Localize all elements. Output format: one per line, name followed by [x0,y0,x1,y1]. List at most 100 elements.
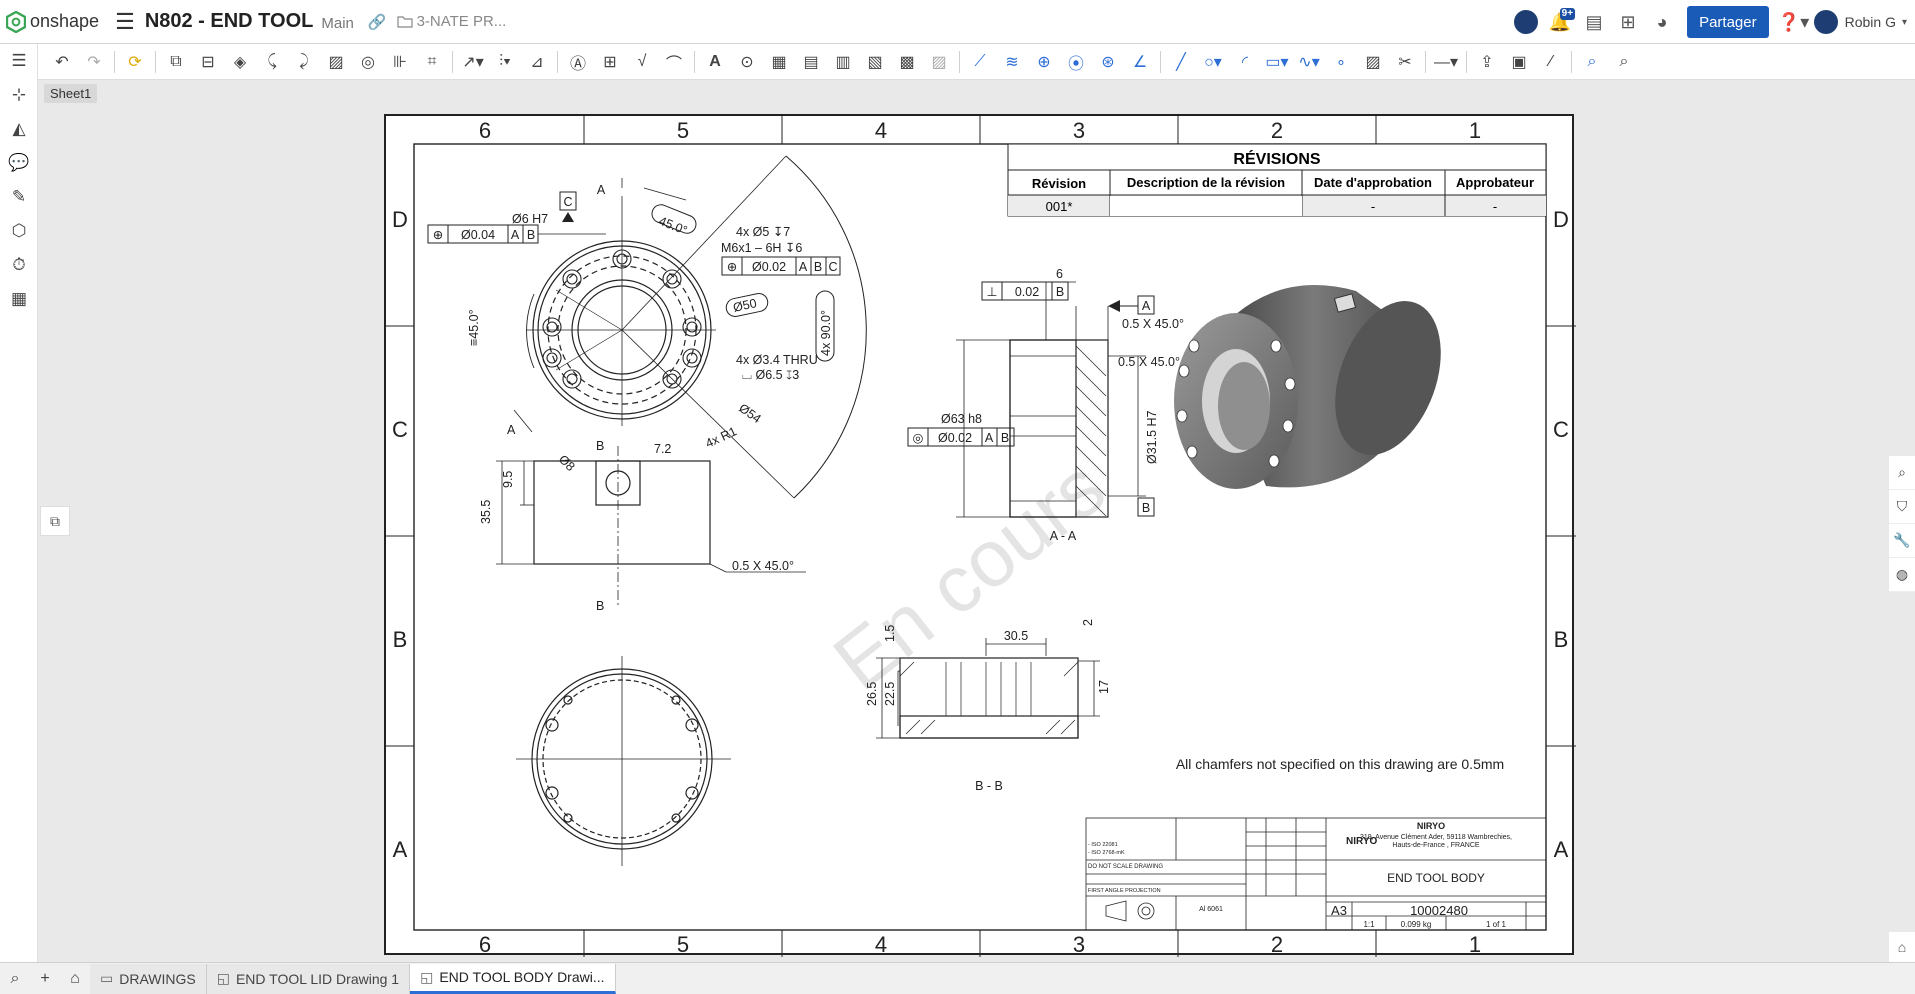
undo-icon[interactable]: ↶ [55,53,69,71]
appearance-panel-icon[interactable]: ⛉ [1889,490,1915,524]
centerline-icon[interactable]: ⟋ [974,52,986,70]
notifications-bell-icon[interactable]: 🔔9+ [1548,8,1576,32]
comments-icon[interactable]: 💬 [8,153,30,172]
side-view[interactable] [496,446,806,606]
isometric-view[interactable] [1174,285,1460,489]
hole-table-icon[interactable]: ▥ [835,53,851,71]
inspect-icon[interactable]: ⌕ [1587,52,1597,70]
tab-folder-drawings[interactable]: ▭ DRAWINGS [90,963,207,994]
tools-panel-icon[interactable]: 🔧 [1889,524,1915,558]
add-tab-icon[interactable]: + [40,969,50,987]
circle-icon[interactable]: ○▾ [1204,53,1222,71]
configuration-icon[interactable]: ⬡ [11,221,27,240]
crop-view-icon[interactable]: ⌗ [427,52,437,70]
geometric-tolerance-icon[interactable]: ⊞ [603,53,617,71]
inspection-panel-icon[interactable]: ⌕ [1889,456,1915,490]
appearance-icon[interactable]: ◭ [12,119,26,138]
branch-name[interactable]: Main [321,15,354,32]
section-letter: B [596,439,604,453]
note-icon[interactable]: A [709,52,721,70]
share-button[interactable]: Partager [1687,6,1769,38]
revision-table-icon[interactable]: ▧ [867,53,883,71]
folder-breadcrumb[interactable]: 3-NATE PR... [396,13,506,30]
help-icon[interactable]: ❓▾ [1777,11,1810,32]
search-tools-icon[interactable]: ⌕ [1619,52,1629,70]
projected-view-icon[interactable]: ⊟ [201,53,215,71]
home-icon[interactable]: ⌂ [70,969,80,987]
datum-c-label: C [563,195,572,209]
angle-centerline-icon[interactable]: ∠ [1132,53,1148,71]
view-cube-toggle-icon[interactable]: ⌂ [1889,932,1915,962]
weld-table-icon[interactable]: ▩ [899,53,915,71]
drawing-sheet[interactable]: 6 5 4 3 2 1 6 5 4 3 2 1 D C B A D C B A … [384,114,1576,957]
release-icon[interactable]: ▦ [10,289,28,308]
redo-icon[interactable]: ↷ [87,53,101,71]
weld-symbol-icon[interactable]: ⌒ [665,55,682,73]
dimension-icon[interactable]: ↗▾ [462,53,484,71]
drawing-tree-icon[interactable]: ☰ [11,51,27,70]
update-icon[interactable]: ⟳ [128,53,142,71]
break-view-icon[interactable]: ⊪ [393,53,407,71]
surface-finish-icon[interactable]: √ [637,52,647,70]
image-icon[interactable]: ▣ [1511,53,1527,71]
datum-icon[interactable]: Ⓐ [569,55,586,73]
standard-1: - ISO 22081 [1088,842,1118,848]
user-avatar[interactable] [1813,7,1839,37]
trim-icon[interactable]: ✂ [1398,53,1412,71]
table-icon[interactable]: ▦ [771,53,787,71]
line-icon[interactable]: ╱ [1176,53,1186,71]
inspection-table-icon[interactable]: ▨ [931,53,947,71]
rectangle-icon[interactable]: ▭▾ [1265,53,1289,71]
app-store-avatar-icon[interactable] [1511,7,1541,37]
arc-icon[interactable]: ◜ [1241,53,1249,71]
projection-symbol [1105,900,1155,922]
search-tabs-icon[interactable]: ⌕ [10,969,20,987]
properties-icon[interactable]: ✎ [11,187,27,206]
ordinate-dimension-icon[interactable]: ⫶▾ [499,52,511,70]
history-icon[interactable]: ⏱ [12,255,26,274]
midpoint-centerline-icon[interactable]: ≋ [1005,53,1019,71]
insert-view-icon[interactable]: ⧉ [170,52,182,70]
format-painter-icon[interactable]: ⁄ [1549,52,1553,70]
user-name[interactable]: Robin G [1844,14,1896,30]
section-b-b-view[interactable] [876,638,1100,739]
front-view[interactable] [513,155,867,499]
tab-end-tool-lid-drawing[interactable]: ◱ END TOOL LID Drawing 1 [206,963,411,994]
bom-icon[interactable]: ▤ [803,53,819,71]
detail-view-icon[interactable]: ◎ [361,53,375,71]
apps-grid-icon[interactable]: ⊞ [1620,11,1636,32]
point-icon[interactable]: ∘ [1335,53,1346,71]
dim-d50: Ø50 [732,296,758,315]
document-list-icon[interactable]: ▤ [1585,11,1603,32]
line-style-icon[interactable]: —▾ [1433,53,1459,71]
toolbar-separator [959,50,960,73]
circle-centermark-icon[interactable]: ⊛ [1101,53,1115,71]
user-menu-chevron-icon[interactable]: ▾ [1901,16,1907,28]
title-block[interactable] [1085,817,1547,931]
revision-table[interactable]: RÉVISIONS Révision Description de la rév… [1007,143,1547,217]
svg-text:⊕: ⊕ [433,228,443,242]
link-icon[interactable]: 🔗 [367,13,387,31]
chamfer-dimension-icon[interactable]: ⊿ [530,53,544,71]
callout-icon[interactable]: ⊙ [740,53,754,71]
export-icon[interactable]: ⇪ [1480,53,1494,71]
learning-center-icon[interactable]: ◕ [1656,11,1668,32]
sheet-tab[interactable]: Sheet1 [44,84,98,103]
document-title[interactable]: N802 - END TOOL [144,10,314,32]
hamburger-menu-icon[interactable]: ☰ [115,8,135,34]
onshape-logo-icon [6,10,26,33]
section-view-icon[interactable]: ⤹ [267,52,277,70]
add-element-icon[interactable]: ⊹ [11,85,27,104]
aligned-section-icon[interactable]: ⤸ [299,52,309,70]
sheet-panel-toggle-icon[interactable]: ⧉ [40,506,70,536]
spline-icon[interactable]: ∿▾ [1298,53,1320,71]
centermark-icon[interactable]: ⊕ [1037,53,1051,71]
app-panel-icon[interactable]: ◍ [1889,558,1915,592]
bottom-view[interactable] [516,656,731,866]
hatch-icon[interactable]: ▨ [1365,53,1381,71]
centermark-pattern-icon[interactable]: ⦿ [1067,55,1084,73]
broken-out-section-icon[interactable]: ▨ [328,53,344,71]
auxiliary-view-icon[interactable]: ◈ [233,53,247,71]
onshape-logo[interactable]: onshape [6,10,99,33]
tab-end-tool-body-drawing[interactable]: ◱ END TOOL BODY Drawi... [410,963,616,994]
